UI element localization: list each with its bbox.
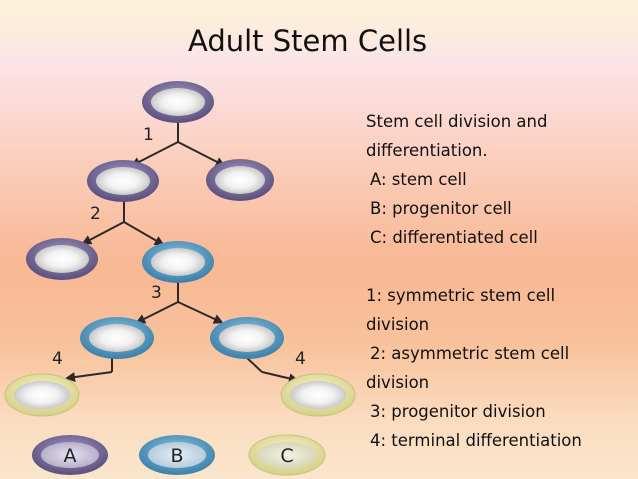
- caption-heading-line1: Stem cell division and: [366, 112, 548, 131]
- key-stem-cell: A: stem cell: [370, 170, 467, 189]
- stem-cell-gen3-left: [26, 238, 98, 280]
- legend-label-c: C: [280, 445, 293, 467]
- arrow-4-right-stem: [245, 356, 263, 373]
- arrow-1-right: [177, 141, 226, 167]
- key-differentiated-cell: C: differentiated cell: [370, 228, 538, 247]
- stem-cell-top: [142, 81, 214, 123]
- legend-label-b: B: [170, 445, 183, 467]
- key-division-2-cont: division: [366, 373, 430, 392]
- caption-spacer: [366, 252, 634, 281]
- legend-label-a: A: [64, 445, 77, 467]
- arrow-4-left: [65, 371, 113, 383]
- progenitor-cell-gen3-right: [142, 241, 214, 283]
- arrow-2-left: [81, 221, 125, 245]
- key-division-4: 4: terminal differentiation: [370, 431, 582, 450]
- step-label-3: 3: [151, 283, 162, 303]
- step-label-4-left: 4: [52, 349, 63, 369]
- key-progenitor-cell: B: progenitor cell: [370, 199, 512, 218]
- step-label-2: 2: [90, 204, 101, 224]
- key-division-1: 1: symmetric stem cell: [366, 286, 556, 305]
- progenitor-cell-gen4-right: [210, 317, 284, 359]
- step-label-4-right: 4: [295, 349, 306, 369]
- step-label-1: 1: [143, 125, 154, 145]
- stem-cell-gen2-left: [87, 160, 159, 202]
- legend-cell-b: B: [139, 435, 215, 475]
- key-division-3: 3: progenitor division: [370, 402, 546, 421]
- arrow-2-right: [123, 221, 165, 246]
- key-division-2: 2: asymmetric stem cell: [370, 344, 570, 363]
- caption-heading-line2: differentiation.: [366, 141, 488, 160]
- key-division-1-cont: division: [366, 315, 430, 334]
- legend-cell-c: C: [248, 434, 326, 476]
- differentiated-cell-left: [4, 373, 80, 417]
- arrow-1-left: [130, 141, 179, 167]
- arrow-3-right: [177, 301, 224, 324]
- arrow-4-right: [261, 371, 299, 384]
- arrow-3-left: [135, 301, 179, 324]
- slide-title: Adult Stem Cells: [188, 24, 428, 58]
- differentiated-cell-right: [280, 373, 356, 417]
- legend-cell-a: A: [32, 435, 108, 475]
- caption-text: Stem cell division and differentiation. …: [366, 107, 634, 455]
- progenitor-cell-gen4-left: [80, 317, 154, 359]
- division-arrows: [65, 118, 299, 384]
- stem-cell-gen2-right: [206, 159, 274, 201]
